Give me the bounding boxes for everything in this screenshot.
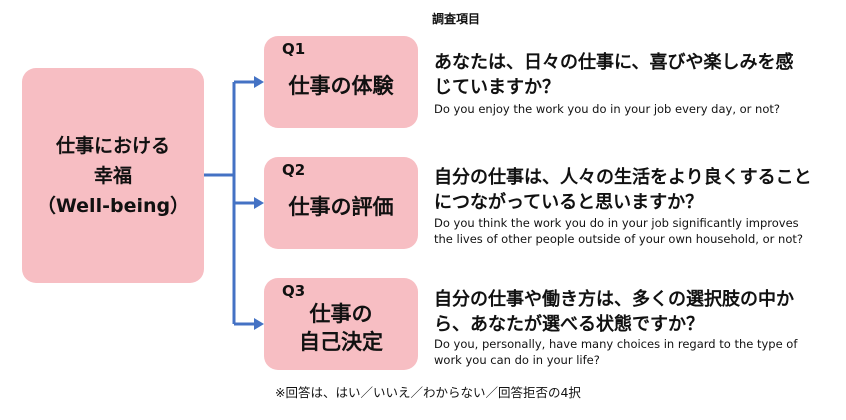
q2-jp-line-1: 自分の仕事は、人々の生活をより良くすること	[434, 167, 812, 188]
q2-box: Q2 仕事の評価	[264, 157, 418, 249]
wellbeing-line-2: 幸福	[93, 164, 132, 187]
q3-en-line-2: work you can do in your life?	[434, 353, 600, 367]
wellbeing-line-3: （Well-being）	[36, 194, 190, 217]
q3-jp-line-1: 自分の仕事や働き方は、多くの選択肢の中か	[434, 289, 794, 310]
q1-question-jp: あなたは、日々の仕事に、喜びや楽しみを感 じていますか？	[434, 50, 834, 100]
q1-title: 仕事の体験	[288, 74, 394, 98]
q3-en-line-1: Do you, personally, have many choices in…	[434, 337, 798, 351]
arrowhead-q2	[254, 197, 264, 209]
q2-number: Q2	[282, 161, 306, 179]
q3-number: Q3	[282, 282, 306, 300]
q3-title-line-1: 仕事の	[309, 302, 373, 326]
q3-question-en: Do you, personally, have many choices in…	[434, 336, 834, 368]
arrowhead-q1	[254, 76, 264, 88]
q2-question-en: Do you think the work you do in your job…	[434, 215, 834, 247]
wellbeing-line-1: 仕事における	[55, 134, 170, 157]
q3-question-jp: 自分の仕事や働き方は、多くの選択肢の中か ら、あなたが選べる状態ですか？	[434, 287, 834, 337]
q2-en-line-1: Do you think the work you do in your job…	[434, 216, 799, 230]
q1-en-line-1: Do you enjoy the work you do in your job…	[434, 102, 780, 116]
q1-question-en: Do you enjoy the work you do in your job…	[434, 101, 834, 117]
answer-options-footnote: ※回答は、はい／いいえ／わからない／回答拒否の4択	[275, 385, 581, 400]
q2-en-line-2: the lives of other people outside of you…	[434, 232, 803, 246]
q2-question-jp: 自分の仕事は、人々の生活をより良くすること につながっていると思いますか？	[434, 165, 834, 215]
q1-jp-line-1: あなたは、日々の仕事に、喜びや楽しみを感	[434, 52, 794, 73]
arrowhead-q3	[254, 318, 264, 330]
q1-jp-line-2: じていますか？	[434, 77, 560, 98]
q3-jp-line-2: ら、あなたが選べる状態ですか？	[434, 314, 704, 335]
q2-title: 仕事の評価	[288, 195, 394, 219]
q3-box: Q3 仕事の 自己決定	[264, 278, 418, 370]
q1-box: Q1 仕事の体験	[264, 36, 418, 128]
wellbeing-box: 仕事における 幸福 （Well-being）	[22, 68, 204, 283]
q3-title-line-2: 自己決定	[299, 330, 383, 354]
survey-items-label: 調査項目	[432, 12, 481, 26]
q1-number: Q1	[282, 40, 306, 58]
q2-jp-line-2: につながっていると思いますか？	[434, 192, 704, 213]
